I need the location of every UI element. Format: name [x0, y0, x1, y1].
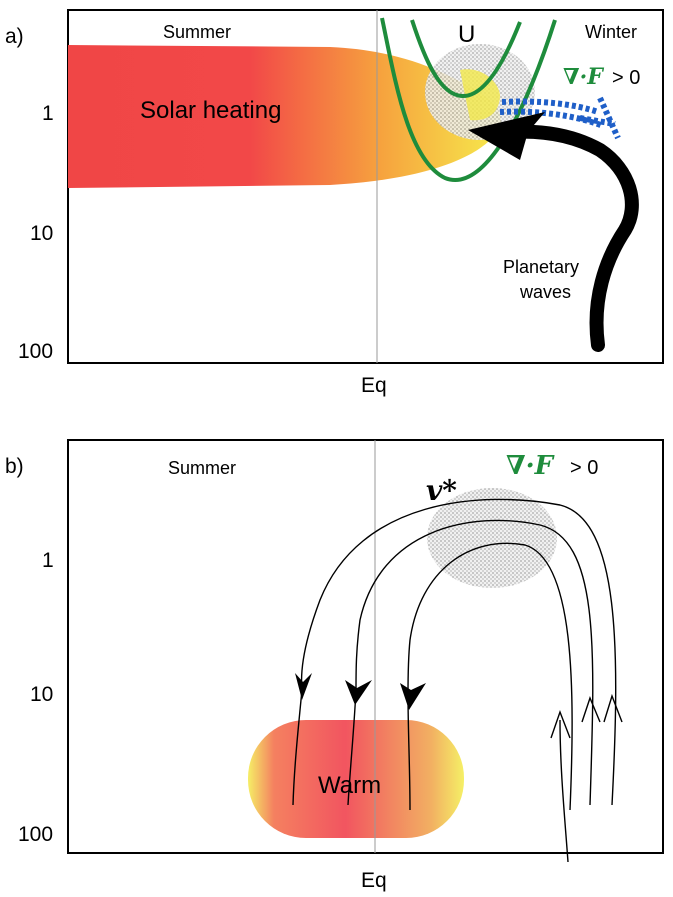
panel-b: b) Summer ∇·F > 0 v* Warm 1 10 100 Eq	[5, 439, 664, 892]
ytick-a-100: 100	[18, 340, 53, 363]
streamline-1-tail	[292, 689, 303, 806]
summer-label-a: Summer	[163, 22, 231, 42]
streamline-4	[559, 719, 569, 863]
eq-label-b: Eq	[361, 869, 387, 892]
arrowhead-up-1	[550, 709, 571, 739]
arrowhead-down-1	[295, 673, 312, 700]
heating-overlap	[460, 69, 500, 121]
jet-contour-inner	[410, 19, 522, 99]
arrowhead-up-2	[581, 696, 601, 723]
planetary-waves-arrow	[503, 124, 639, 352]
flux-divergence-label-b: ∇·F	[506, 451, 555, 481]
vstar-label: v*	[426, 474, 457, 507]
arrowhead-up-3	[603, 693, 623, 723]
solar-heating-region	[68, 45, 502, 188]
warm-label: Warm	[318, 772, 381, 799]
arrowhead-down-2	[345, 680, 372, 705]
ytick-b-100: 100	[18, 823, 53, 846]
planetary-waves-label-2: waves	[519, 282, 571, 302]
arrowheads-up	[550, 693, 623, 739]
planetary-waves-arrowhead	[468, 112, 545, 160]
wave-breaking-region-b	[427, 488, 557, 588]
winter-label-a: Winter	[585, 22, 637, 42]
flux-relation-b: > 0	[570, 457, 598, 479]
flux-divergence-label-a: ∇·F	[563, 64, 604, 90]
ytick-a-10: 10	[30, 222, 53, 245]
summer-label-b: Summer	[168, 458, 236, 478]
panel-b-letter: b)	[5, 455, 24, 478]
flux-divergence-dashes	[499, 96, 621, 140]
ytick-b-10: 10	[30, 683, 53, 706]
flux-relation-a: > 0	[612, 67, 640, 89]
streamline-1	[300, 498, 617, 806]
streamline-2	[355, 519, 594, 806]
arrowhead-down-3	[400, 683, 426, 710]
planetary-waves-label-1: Planetary	[503, 257, 579, 277]
ytick-a-1: 1	[42, 102, 54, 125]
solar-heating-label: Solar heating	[140, 97, 281, 124]
u-wind-label: U	[458, 21, 475, 48]
streamline-3	[407, 542, 573, 811]
panel-b-frame	[67, 439, 664, 854]
panel-a: a) Summer Winter U Solar heating ∇·F > 0…	[5, 9, 664, 397]
ytick-b-1: 1	[42, 549, 54, 572]
eq-label-a: Eq	[361, 374, 387, 397]
panel-a-letter: a)	[5, 25, 24, 48]
